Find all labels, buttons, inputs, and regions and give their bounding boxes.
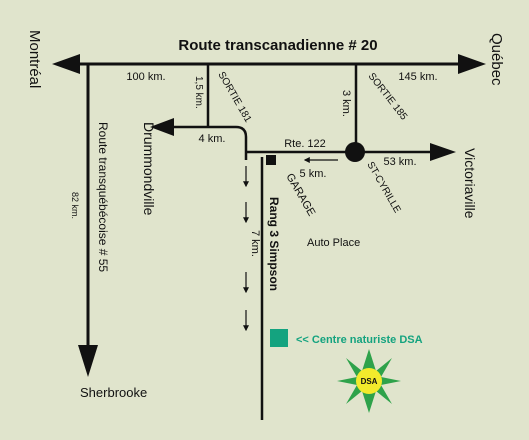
auto-place-label: Auto Place: [307, 237, 360, 249]
exit-181-label: SORTIE 181: [215, 70, 253, 125]
destination-label: << Centre naturiste DSA: [296, 334, 423, 346]
distance-7km: 7 km.: [249, 230, 261, 257]
distance-3km: 3 km.: [340, 90, 352, 117]
city-montreal: Montréal: [26, 30, 43, 88]
distance-100km: 100 km.: [126, 71, 165, 83]
city-sherbrooke: Sherbrooke: [80, 385, 147, 400]
town-st-cyrille: ST-CYRILLE: [364, 160, 402, 215]
st-cyrille-roundabout: [345, 142, 365, 162]
destination-marker: [270, 329, 288, 347]
distance-4km: 4 km.: [199, 133, 226, 145]
dsa-logo: DSA: [337, 349, 401, 413]
distance-145km: 145 km.: [398, 71, 437, 83]
city-drummondville: Drummondville: [141, 122, 157, 216]
highway-20-label: Route transcanadienne # 20: [178, 37, 377, 54]
distance-5km: 5 km.: [300, 168, 327, 180]
city-quebec: Québec: [488, 33, 505, 86]
dsa-logo-center: [356, 368, 382, 394]
distance-1-5km: 1,5 km.: [193, 76, 204, 109]
route-55: [78, 64, 98, 377]
distance-53km: 53 km.: [383, 156, 416, 168]
garage-marker: [266, 155, 276, 165]
rang3-label: Rang 3 Simpson: [267, 197, 281, 291]
route-122-label: Rte. 122: [284, 138, 326, 150]
dsa-logo-text: DSA: [361, 377, 378, 386]
exit-185-road: [246, 64, 456, 162]
city-victoriaville: Victoriaville: [462, 148, 478, 219]
exit-181-road: [150, 64, 248, 160]
highway-20: [52, 54, 486, 74]
route-55-distance: 82 km.: [70, 192, 80, 219]
route-55-label: Route transquébécoise # 55: [96, 122, 110, 272]
